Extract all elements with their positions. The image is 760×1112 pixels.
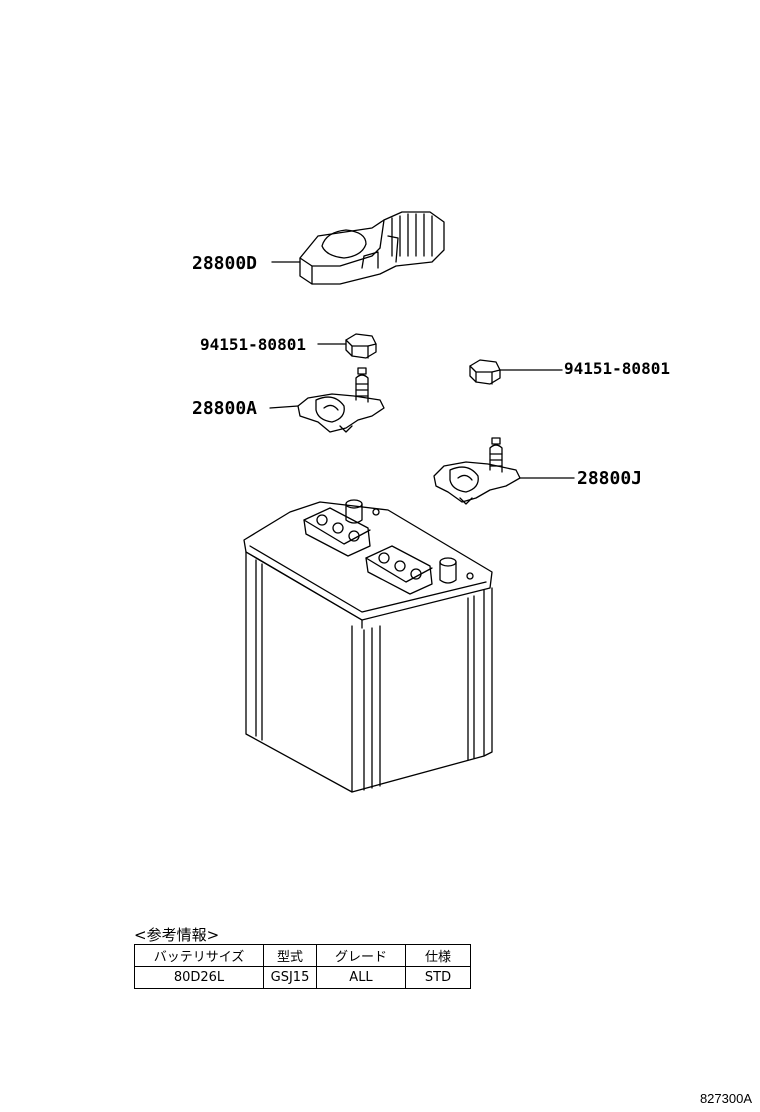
leader-terminal-a (269, 405, 299, 409)
reference-data-row: 80D26L GSJ15 ALL STD (134, 966, 471, 989)
cell-battery-size: 80D26L (134, 966, 264, 989)
header-grade: グレード (316, 944, 406, 967)
callout-nut-left: 94151-80801 (200, 335, 306, 354)
cell-grade: ALL (316, 966, 406, 989)
terminal-cover-part (299, 211, 445, 285)
callout-nut-right: 94151-80801 (564, 359, 670, 378)
nut-left-part (345, 333, 377, 359)
cell-spec: STD (405, 966, 471, 989)
header-model: 型式 (263, 944, 317, 967)
battery-part (243, 499, 493, 793)
cell-model: GSJ15 (263, 966, 317, 989)
reference-header-row: バッテリサイズ 型式 グレード 仕様 (134, 944, 471, 967)
reference-title: <参考情報> (134, 926, 220, 944)
header-battery-size: バッテリサイズ (134, 944, 264, 967)
header-spec: 仕様 (405, 944, 471, 967)
terminal-j-part (433, 437, 521, 505)
callout-cover: 28800D (192, 253, 257, 274)
figure-number: 827300A (699, 1091, 752, 1106)
callout-terminal-j: 28800J (577, 468, 642, 489)
reference-table: バッテリサイズ 型式 グレード 仕様 80D26L GSJ15 ALL STD (134, 944, 471, 989)
terminal-a-part (297, 367, 385, 433)
callout-terminal-a: 28800A (192, 398, 257, 419)
nut-right-part (469, 359, 501, 385)
